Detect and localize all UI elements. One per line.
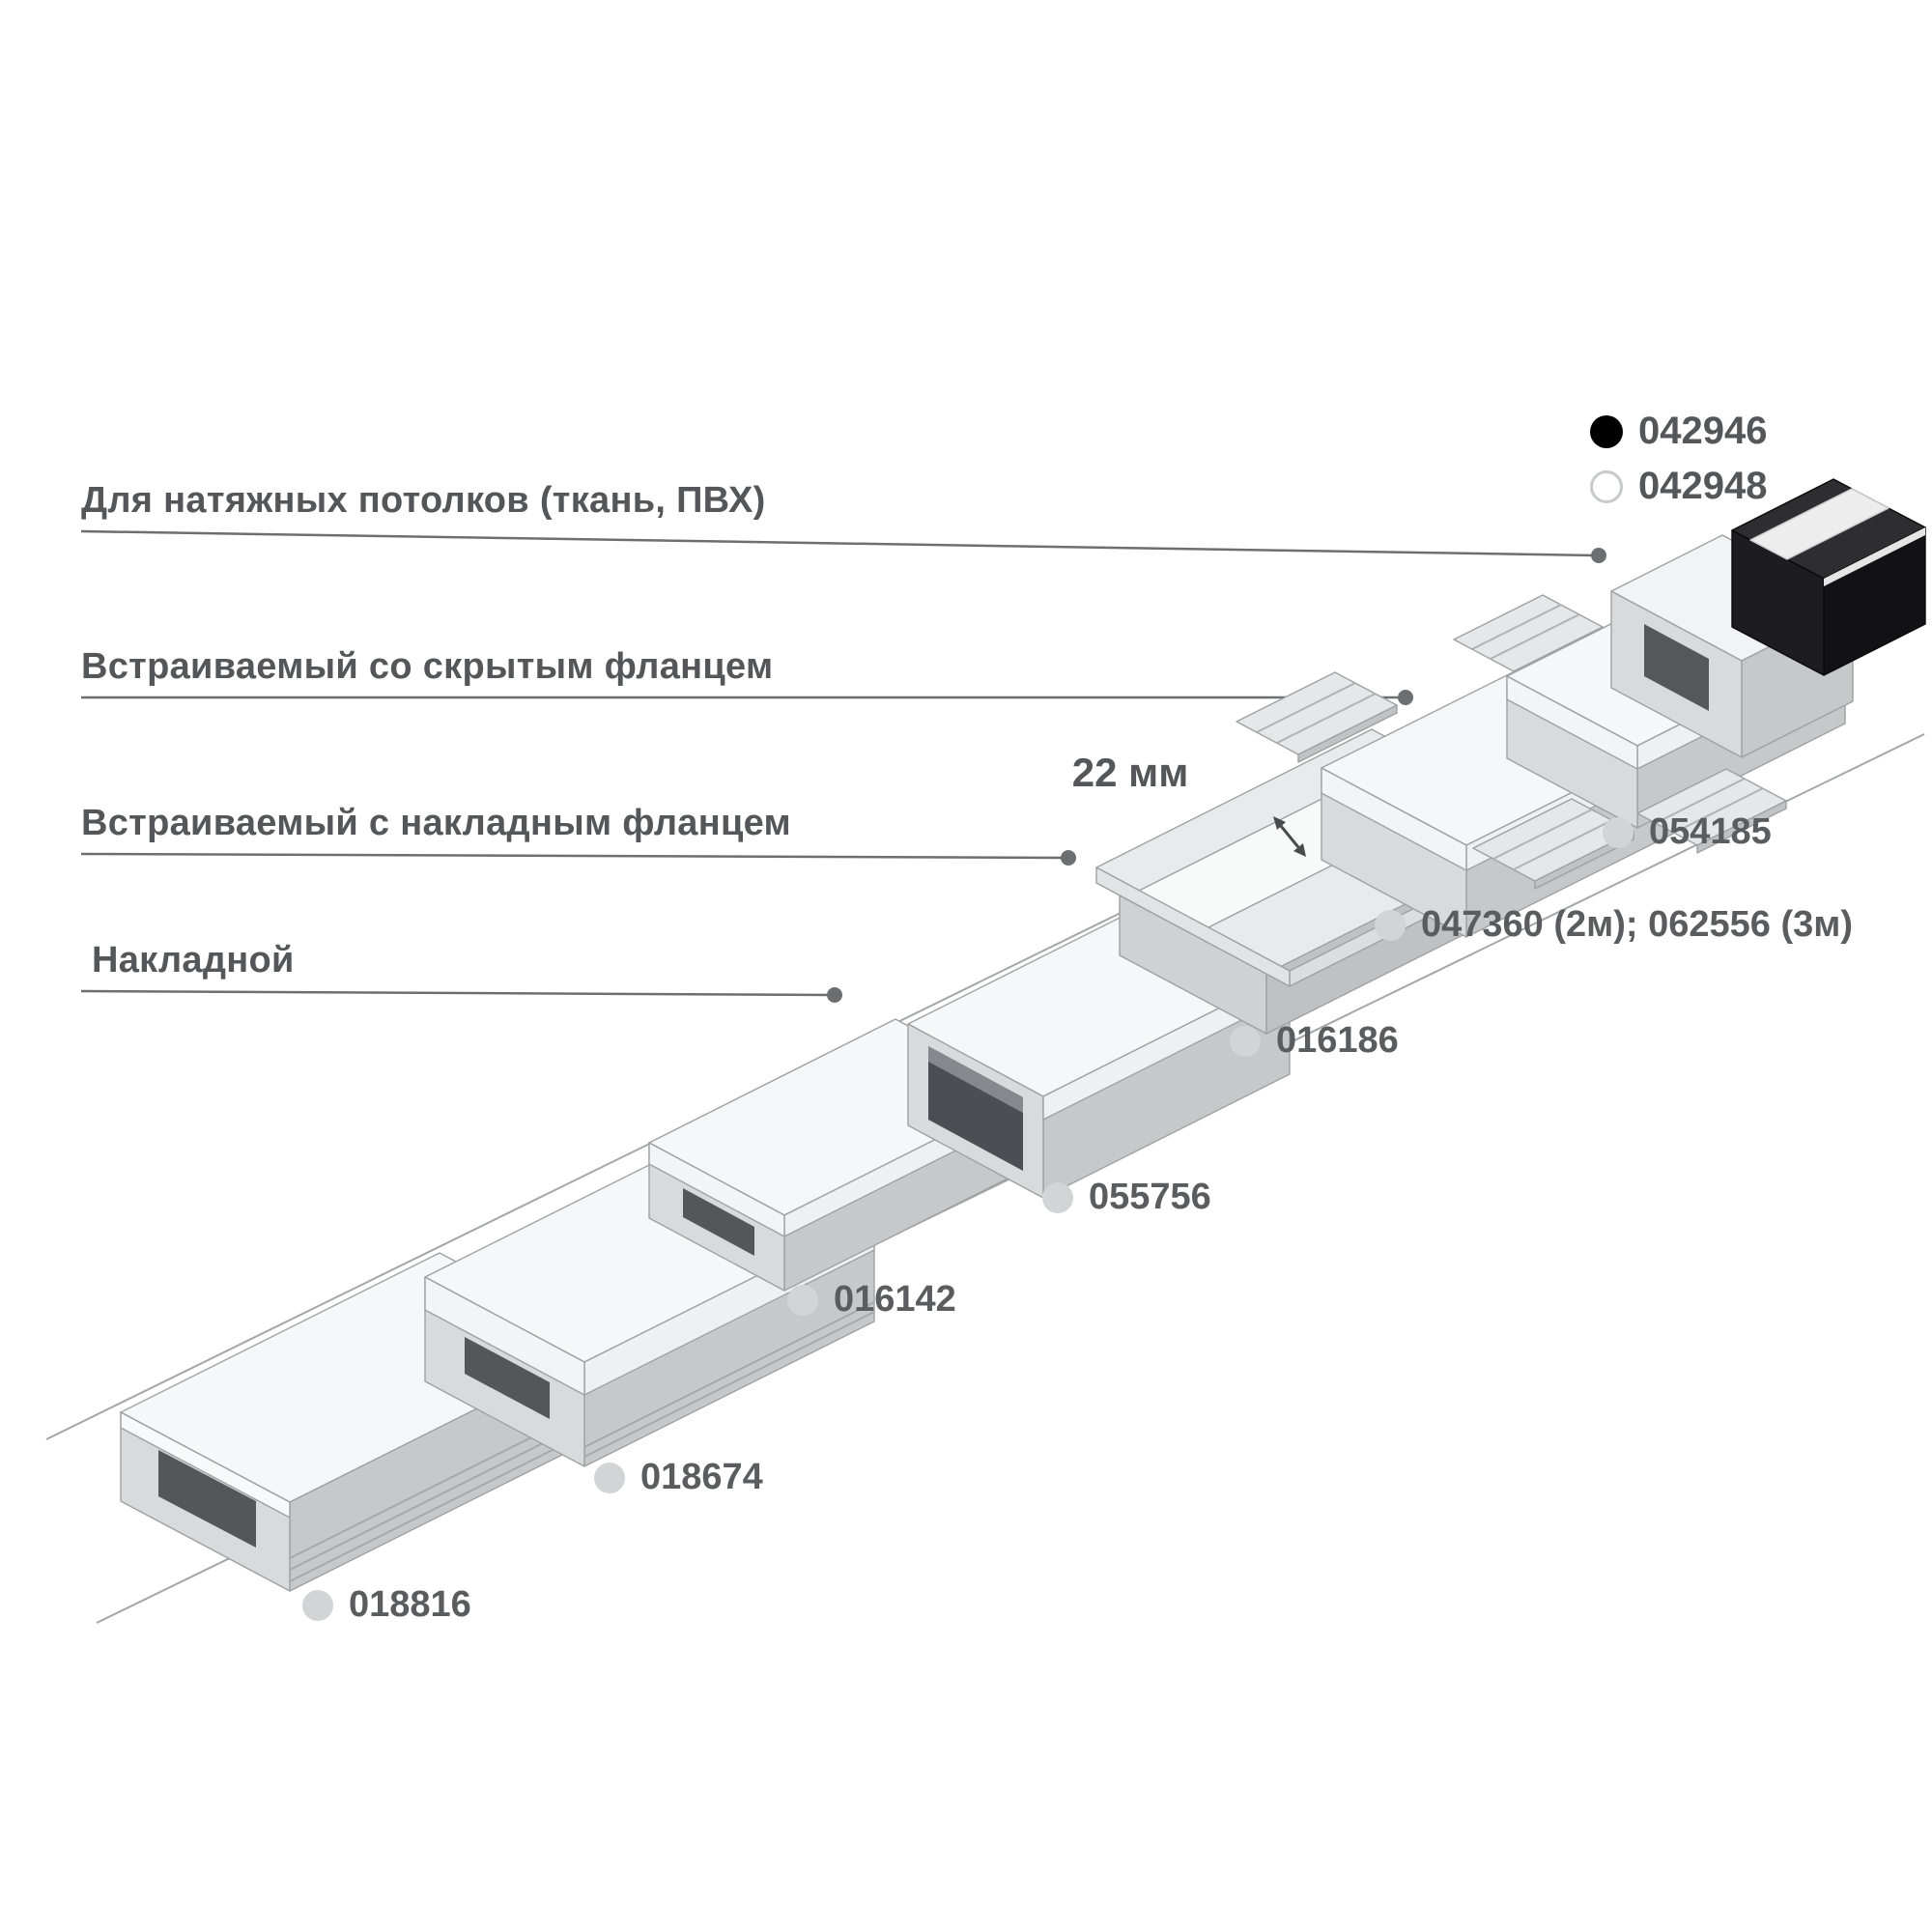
legend-code: 042946 [1638, 410, 1768, 452]
product-code-018674: 018674 [594, 1457, 763, 1498]
legend-item-white: 042948 [1590, 465, 1767, 508]
product-code-054185: 054185 [1603, 811, 1772, 853]
gray-color-dot-icon [1603, 816, 1634, 848]
white-color-dot-icon [1590, 469, 1623, 503]
gray-color-dot-icon [1230, 1025, 1261, 1057]
profile-ribs [583, 1301, 875, 1458]
product-code-text: 055756 [1089, 1177, 1211, 1217]
callout-line-surface [80, 989, 836, 997]
mounting-clip-edge [1297, 704, 1398, 763]
callout-line-stretch-ceiling [80, 529, 1600, 557]
dimension-arrowhead-bottom [1293, 843, 1306, 857]
mounting-clip-ridges [1655, 778, 1764, 834]
product-code-text: 016186 [1276, 1020, 1399, 1061]
black-color-dot-icon [1590, 414, 1623, 448]
dimension-label-22mm: 22 мм [1071, 750, 1189, 795]
category-label-surface: Накладной [92, 940, 295, 980]
category-callout-lines [80, 529, 1606, 1003]
product-code-text: 018816 [349, 1584, 471, 1625]
profile-channel [465, 1337, 550, 1419]
mounting-clip-ridges [1256, 682, 1377, 744]
gray-color-dot-icon [787, 1284, 818, 1316]
gray-color-dot-icon [594, 1462, 625, 1493]
gray-color-dot-icon [302, 1589, 333, 1621]
product-code-047360-062556: 047360 (2м); 062556 (3м) [1375, 904, 1853, 946]
profile-end-diffuser [648, 1142, 785, 1237]
profile-end-face [1731, 529, 1825, 676]
callout-dot-stretch-ceiling [1591, 548, 1606, 563]
profile-end-diffuser [1321, 767, 1467, 871]
profile-channel [158, 1450, 256, 1548]
callout-dot-hidden-flange [1398, 690, 1413, 705]
color-legend: 042946 042948 [1590, 410, 1767, 508]
category-label-recessed-hidden-flange: Встраиваемый со скрытым фланцем [81, 646, 774, 687]
profile-end-diffuser [424, 1276, 585, 1396]
profile-channel-lip [928, 1046, 1023, 1113]
product-code-text: 054185 [1649, 811, 1772, 852]
stretch-profile-black-part [1731, 478, 1926, 676]
callout-dot-surface-flange [1061, 850, 1076, 866]
product-code-055756: 055756 [1042, 1177, 1211, 1218]
product-code-text: 018674 [640, 1457, 763, 1497]
gray-color-dot-icon [1375, 909, 1406, 941]
dimension-arrowhead-top [1273, 816, 1286, 830]
profile-diffuser [1749, 488, 1889, 560]
callout-dot-surface [827, 987, 842, 1003]
profile-end-diffuser [1506, 675, 1638, 770]
profile-side-highlight [1824, 527, 1925, 586]
mounting-clip-edge [1534, 831, 1634, 890]
profile-end-diffuser [120, 1411, 291, 1519]
callout-line-surface-flange [80, 852, 1069, 860]
product-code-text: 047360 (2м); 062556 (3м) [1421, 904, 1854, 945]
mounting-clip-edge [1696, 800, 1787, 854]
product-code-018816: 018816 [302, 1584, 471, 1626]
profile-channel [683, 1188, 754, 1256]
profile-042946-illustration [1610, 478, 1926, 758]
gray-color-dot-icon [1042, 1181, 1073, 1213]
mounting-clip-ridges [1492, 809, 1613, 870]
mounting-clip-ridges [1471, 604, 1580, 660]
product-code-text: 016142 [834, 1279, 956, 1320]
category-label-stretch-ceiling: Для натяжных потолков (ткань, ПВХ) [81, 480, 766, 521]
product-code-016142: 016142 [787, 1279, 956, 1321]
profile-channel [928, 1046, 1023, 1171]
product-code-016186: 016186 [1230, 1020, 1399, 1062]
flange-end-edge [1095, 867, 1291, 987]
category-label-recessed-surface-flange: Встраиваемый с накладным фланцем [81, 803, 791, 843]
legend-item-black: 042946 [1590, 410, 1767, 453]
legend-code: 042948 [1638, 465, 1768, 507]
dimension-arrow-line [1279, 825, 1300, 848]
profile-channel [1644, 624, 1709, 711]
dimension-arrow [1273, 816, 1306, 857]
